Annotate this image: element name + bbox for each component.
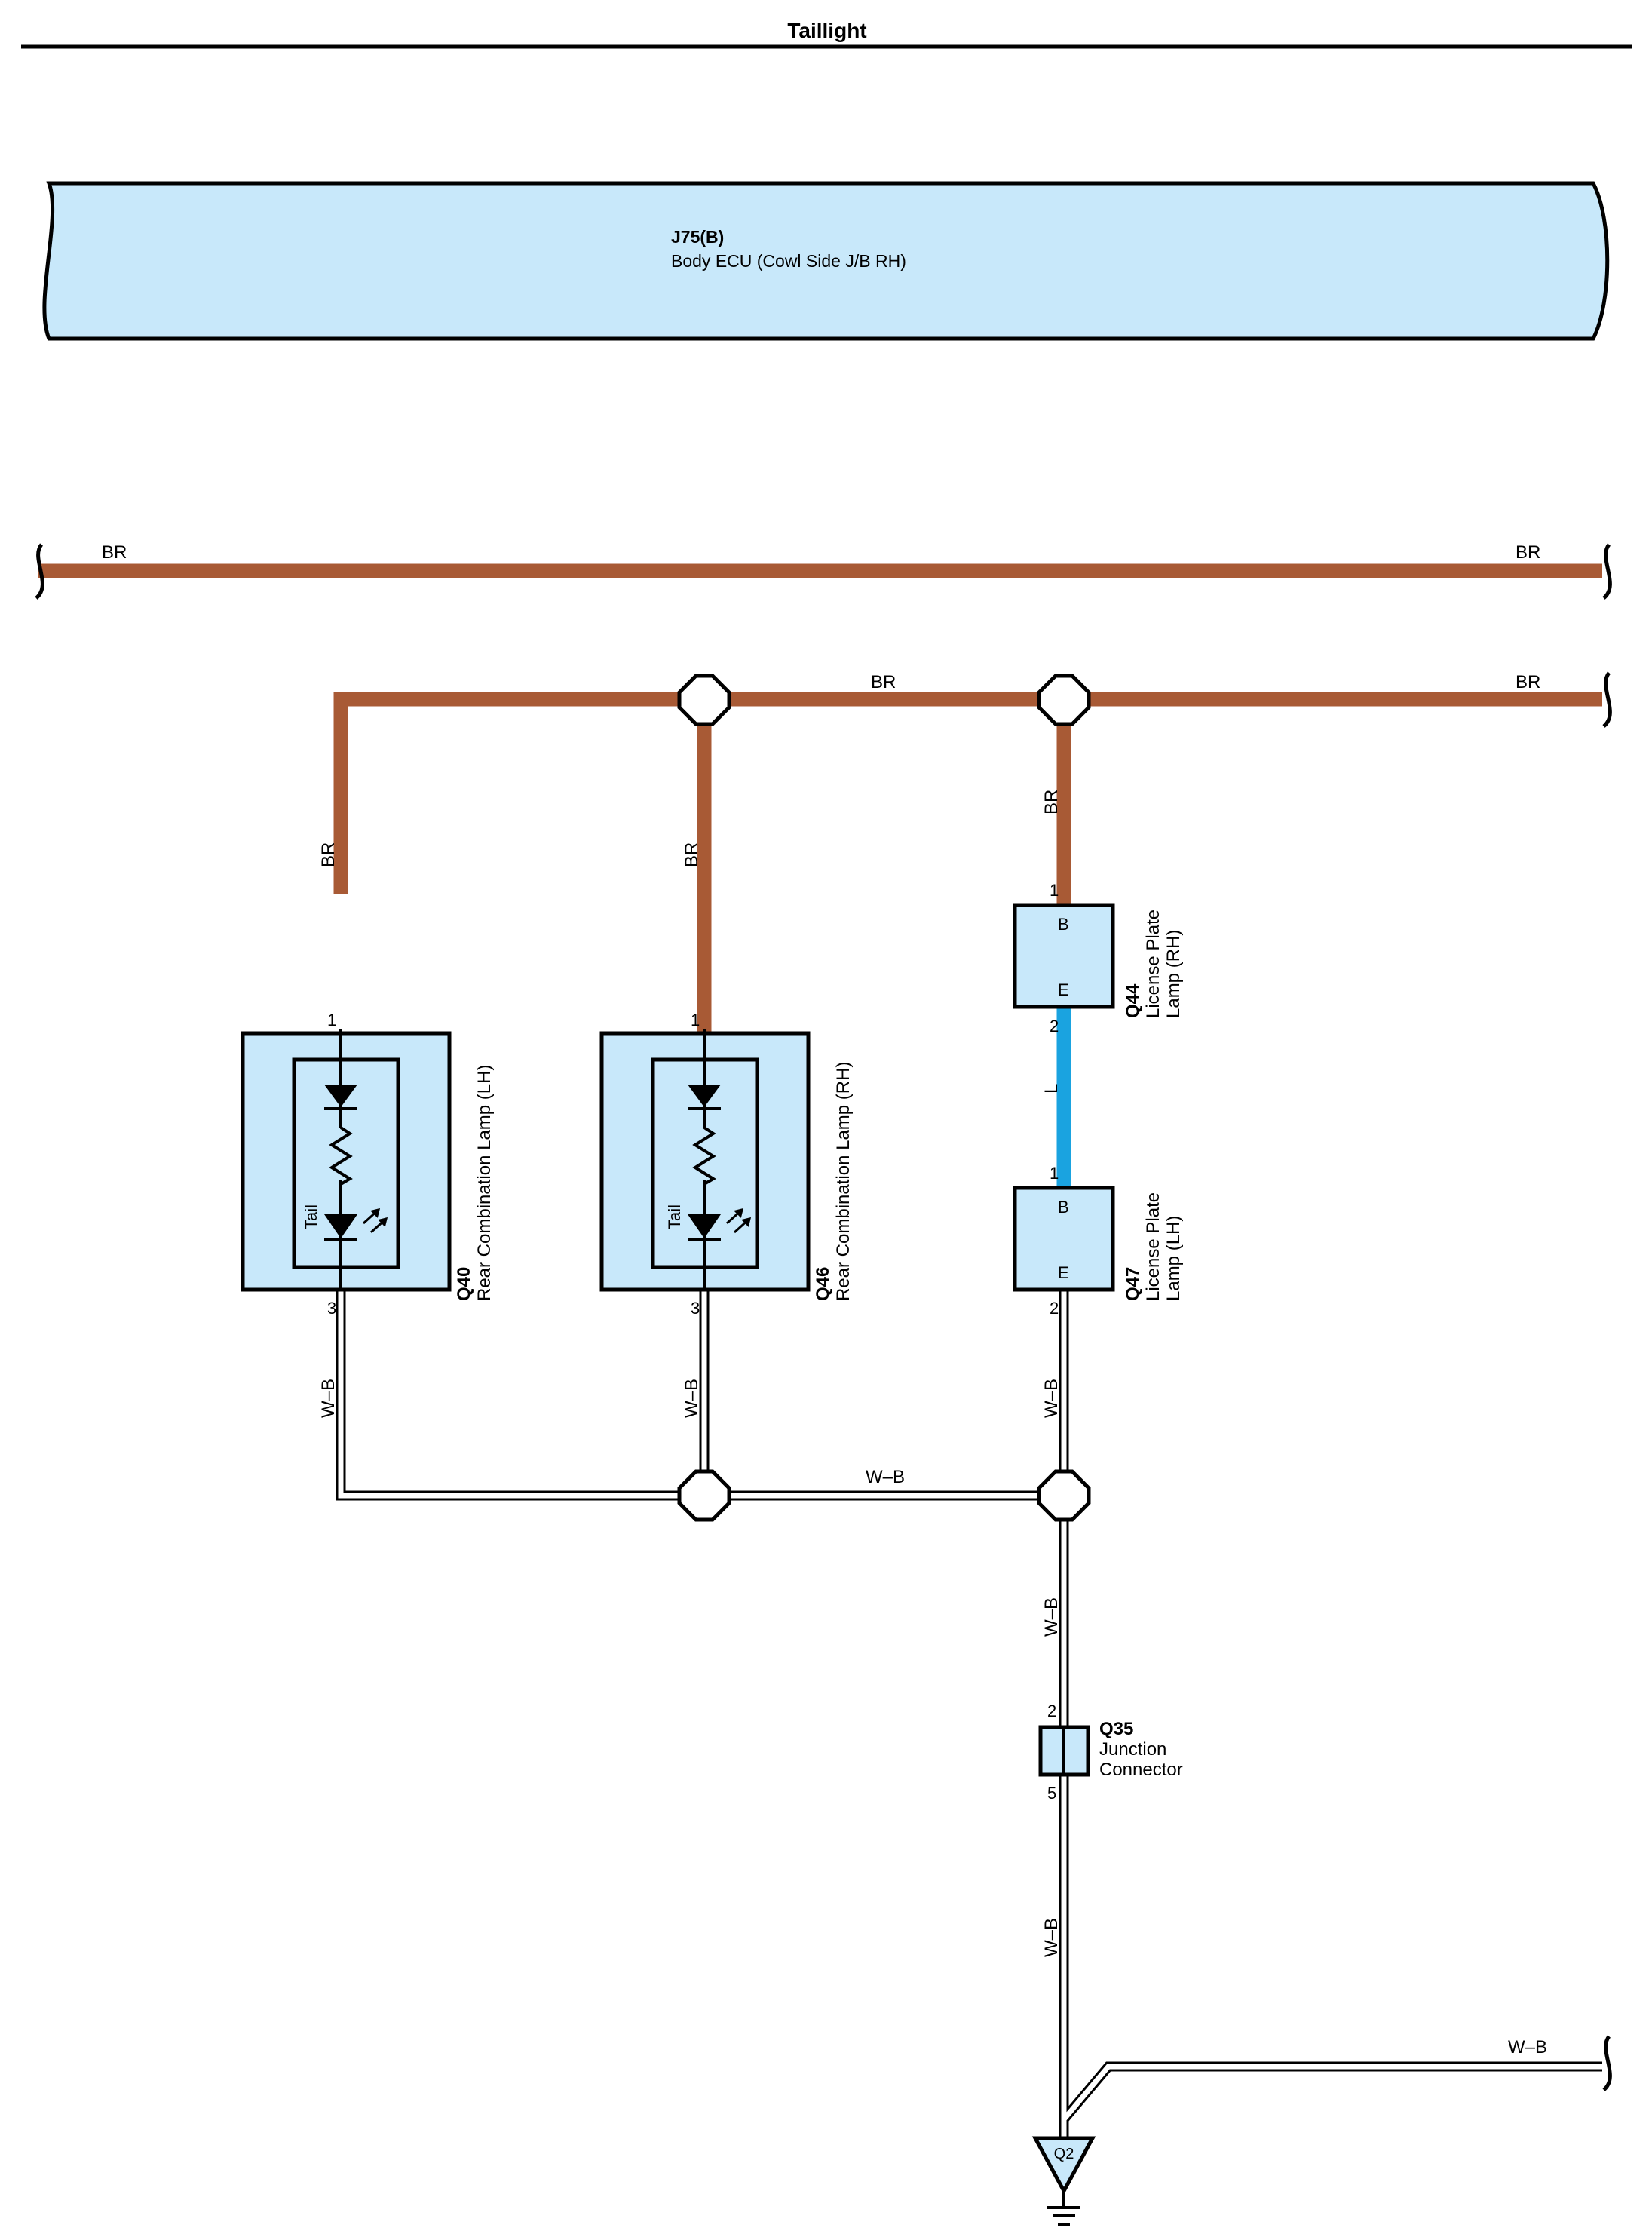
q47-box xyxy=(1013,1186,1115,1292)
q44-pin-bottom: 2 xyxy=(1050,1017,1059,1036)
wire-label-wb-1: W–B xyxy=(318,1379,339,1418)
q47-term-bottom: E xyxy=(1058,1263,1069,1282)
q47-term-top: B xyxy=(1058,1198,1069,1217)
q46-pin-top: 1 xyxy=(691,1011,700,1029)
q35-name-line1: Junction xyxy=(1099,1739,1166,1760)
wire-label-wb-5: W–B xyxy=(1041,1597,1062,1637)
q40-led-icon xyxy=(324,1214,357,1238)
q40-name: Rear Combination Lamp (LH) xyxy=(474,1065,495,1301)
wire-label-wb-6: W–B xyxy=(1041,1918,1062,1957)
q40-id: Q40 xyxy=(454,1267,474,1301)
q46-id: Q46 xyxy=(813,1267,833,1301)
q44-name-line2: Lamp (RH) xyxy=(1163,930,1184,1018)
wire-label-br-3: BR xyxy=(871,672,896,692)
splice-wb-2 xyxy=(1037,1469,1091,1522)
q40-lamp: Tail 1 3 Q40 Rear Combination Lamp (LH) xyxy=(241,1011,495,1318)
q47-name-line1: License Plate xyxy=(1143,1192,1163,1301)
break-right-wb xyxy=(1602,2035,1612,2091)
wire-label-wb-7: W–B xyxy=(1508,2037,1547,2057)
splice-wb-1 xyxy=(677,1469,731,1522)
ecu-block xyxy=(42,181,1610,341)
wire-label-wb-3: W–B xyxy=(1041,1379,1062,1418)
q40-pin-bottom: 3 xyxy=(327,1299,336,1318)
q47-id: Q47 xyxy=(1123,1267,1143,1301)
wire-label-br-4: BR xyxy=(1516,672,1540,692)
q40-inner-label: Tail xyxy=(302,1204,320,1229)
wire-label-l: L xyxy=(1041,1084,1062,1094)
ground-triangle-icon xyxy=(1031,2136,1096,2196)
q46-led-icon xyxy=(688,1214,721,1238)
q40-diode-icon xyxy=(324,1085,357,1107)
q44-name-line1: License Plate xyxy=(1143,910,1163,1018)
q35-pin-bottom: 5 xyxy=(1047,1784,1056,1803)
q44-lamp: B E 1 2 Q44 License Plate Lamp (RH) xyxy=(1013,881,1184,1036)
br-wires xyxy=(38,563,1602,1033)
q44-term-top: B xyxy=(1058,915,1069,934)
q47-pin-bottom: 2 xyxy=(1050,1299,1059,1318)
wb-wires-inner xyxy=(338,1290,1602,2172)
q44-term-bottom: E xyxy=(1058,980,1069,999)
ground-symbol-icon xyxy=(1047,2206,1080,2226)
q35-connector: 2 5 Q35 Junction Connector xyxy=(1038,1701,1183,1803)
wire-label-br-6: BR xyxy=(682,842,702,867)
break-right-top xyxy=(1602,543,1612,600)
ecu-id: J75(B) xyxy=(671,227,724,247)
wire-label-wb-2: W–B xyxy=(682,1379,702,1418)
q46-resistor-icon xyxy=(692,1126,716,1186)
break-right-lower xyxy=(1602,671,1612,728)
q40-pin-top: 1 xyxy=(327,1011,336,1029)
wire-label-br-5: BR xyxy=(318,842,339,867)
break-left-top xyxy=(35,543,44,600)
splice-br-1 xyxy=(677,674,731,726)
splice-points xyxy=(677,674,1091,1522)
q2-ground: Q2 xyxy=(1031,2136,1096,2226)
wire-label-br-1: BR xyxy=(102,542,127,563)
ecu-name: Body ECU (Cowl Side J/B RH) xyxy=(671,251,906,271)
q35-name-line2: Connector xyxy=(1099,1760,1183,1780)
wire-label-br-7: BR xyxy=(1041,790,1062,815)
wb-wires-outline xyxy=(336,1290,1602,2172)
q35-id: Q35 xyxy=(1099,1719,1133,1739)
q46-diode-icon xyxy=(688,1085,721,1107)
q47-pin-top: 1 xyxy=(1050,1164,1059,1183)
q40-resistor-icon xyxy=(329,1126,353,1186)
q35-pin-top: 2 xyxy=(1047,1701,1056,1720)
wire-label-wb-4: W–B xyxy=(866,1467,905,1487)
q47-name-line2: Lamp (LH) xyxy=(1163,1216,1184,1301)
q44-box xyxy=(1013,903,1115,1009)
splice-br-2 xyxy=(1037,674,1091,726)
q46-pin-bottom: 3 xyxy=(691,1299,700,1318)
q44-id: Q44 xyxy=(1123,983,1143,1018)
q46-lamp: Tail 1 3 Q46 Rear Combination Lamp (RH) xyxy=(599,1011,854,1318)
q47-lamp: B E 1 2 Q47 License Plate Lamp (LH) xyxy=(1013,1164,1184,1318)
wire-break-symbols xyxy=(35,543,1612,2091)
q46-name: Rear Combination Lamp (RH) xyxy=(833,1062,854,1301)
q44-pin-top: 1 xyxy=(1050,881,1059,900)
br-bus-lower xyxy=(333,692,1602,894)
q2-id: Q2 xyxy=(1054,2146,1074,2162)
page-title: Taillight xyxy=(787,19,866,42)
wire-label-br-2: BR xyxy=(1516,542,1540,563)
q46-inner-label: Tail xyxy=(665,1204,684,1229)
